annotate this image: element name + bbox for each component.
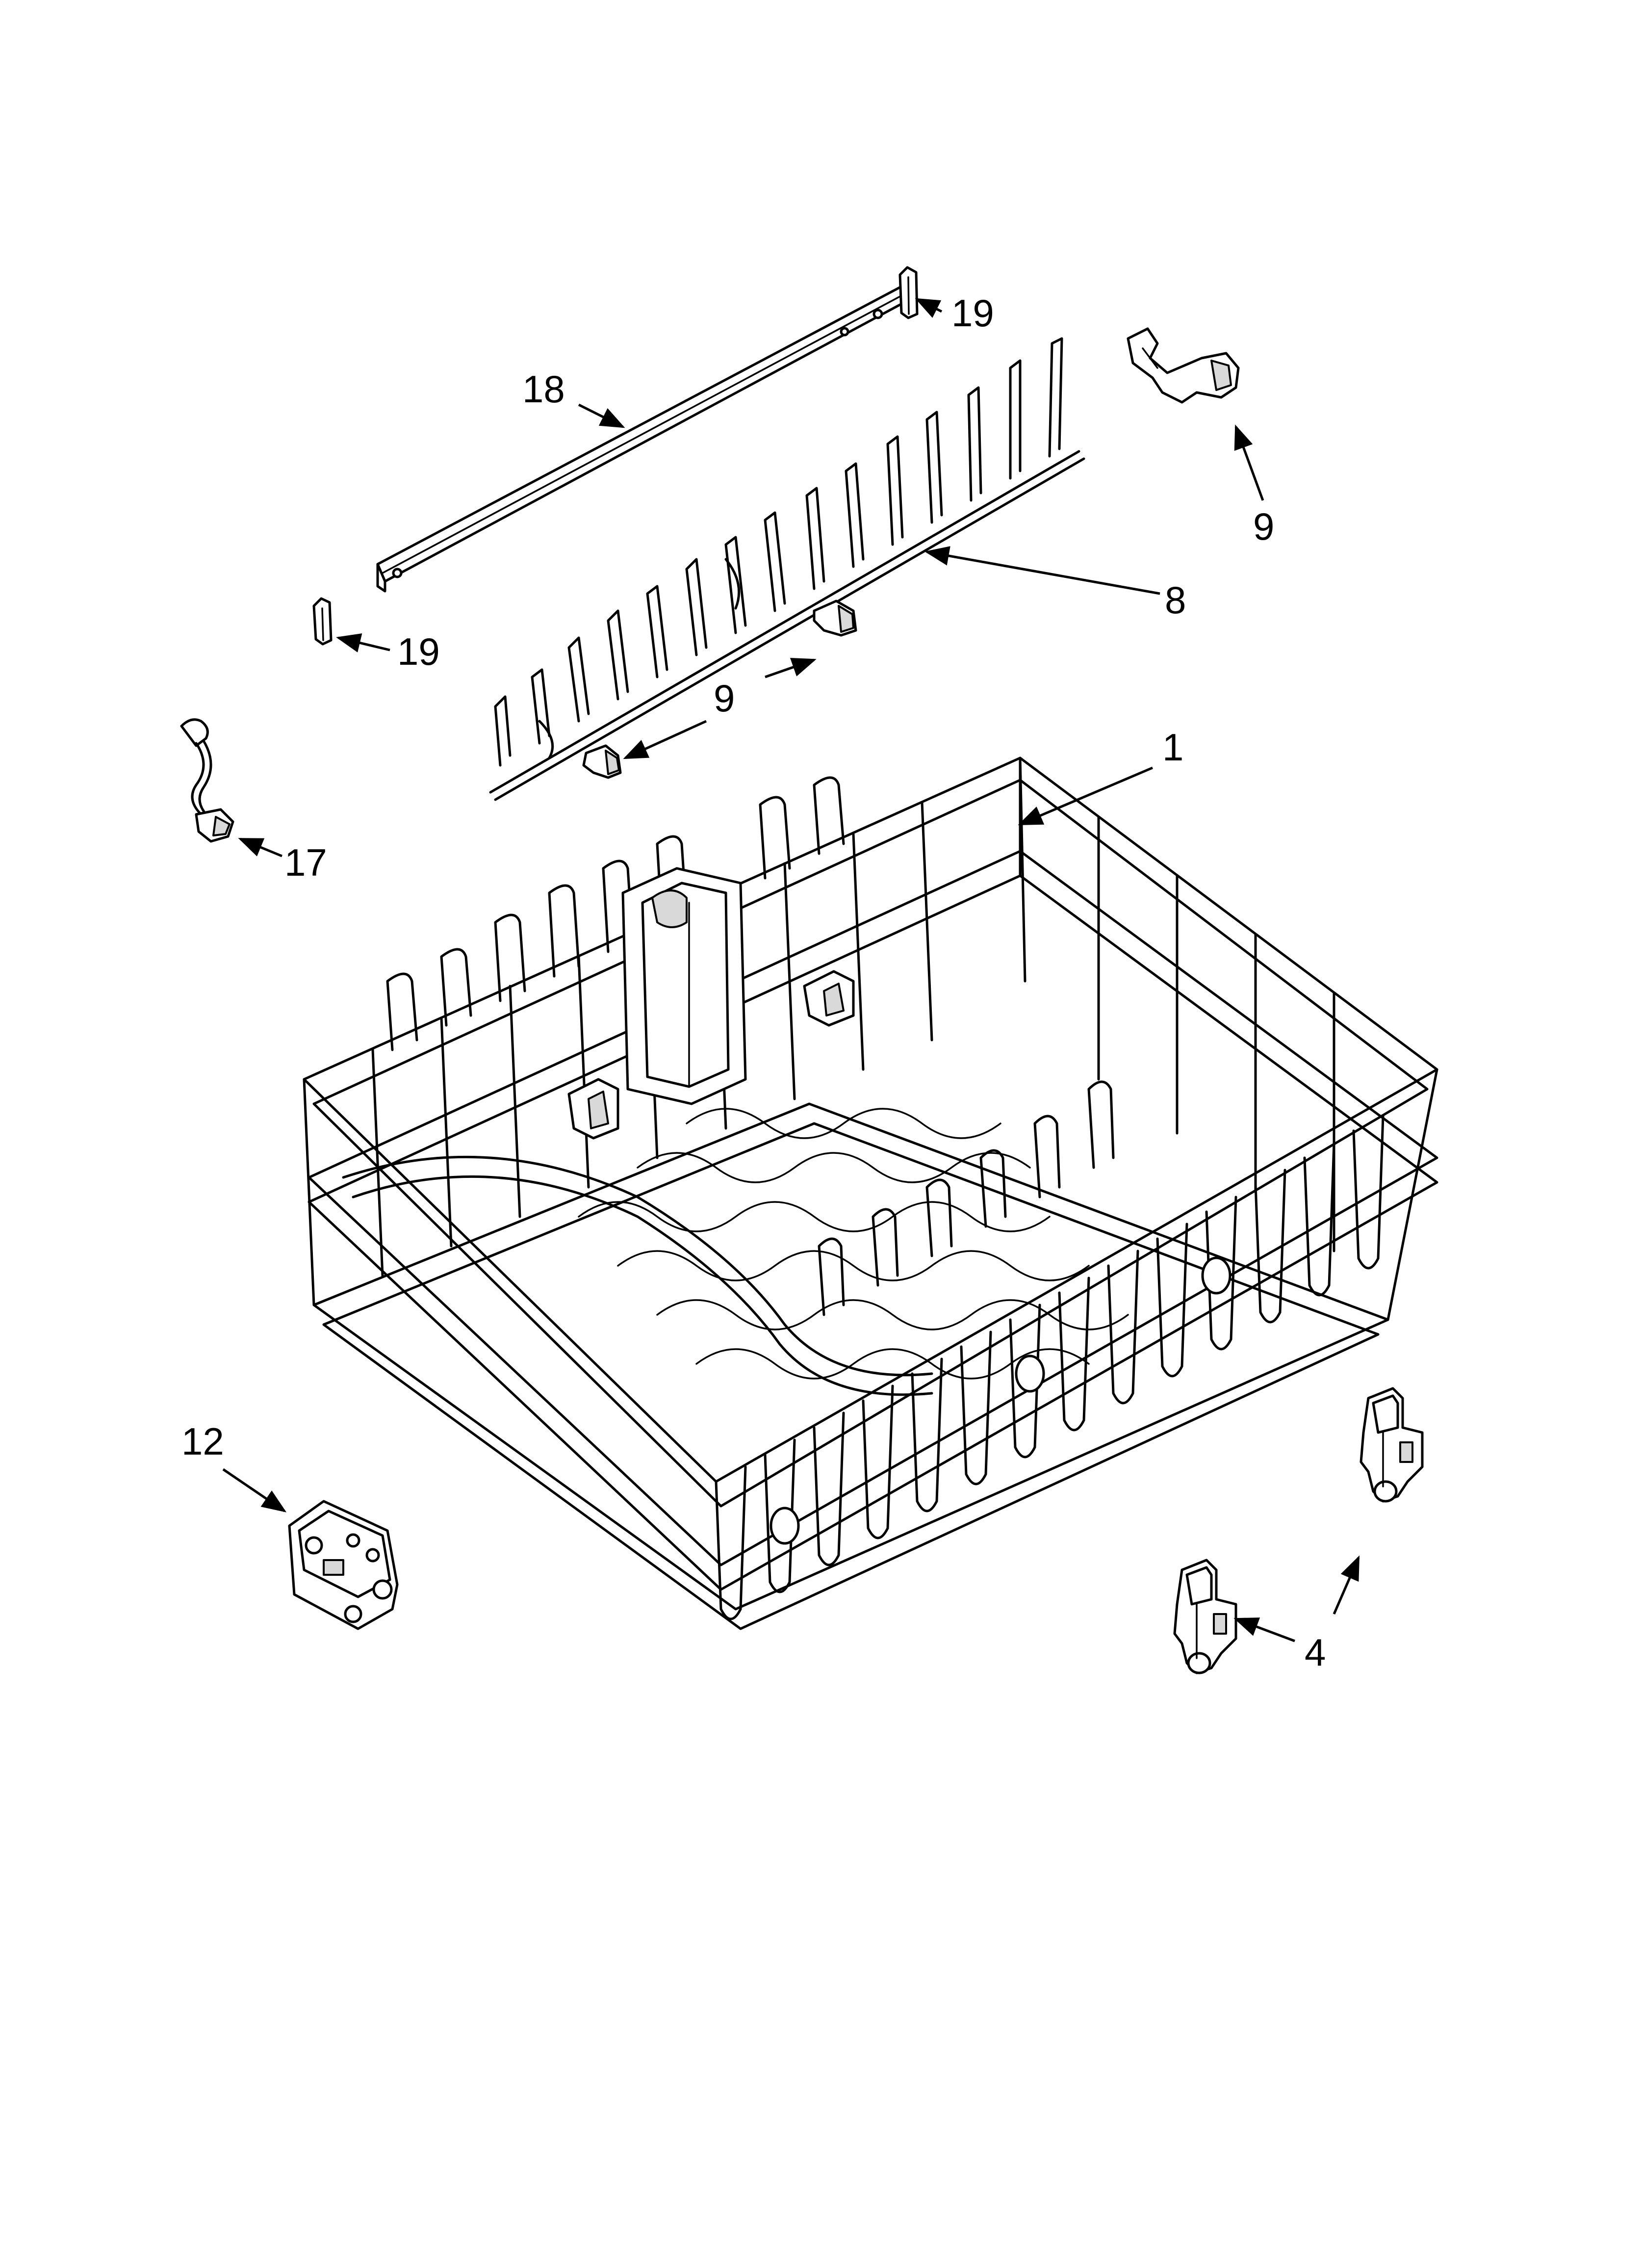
adjuster-12: [288, 1500, 399, 1630]
callout-19-left: 19: [397, 630, 440, 673]
end-cap-19-left: [312, 597, 333, 646]
callout-18: 18: [522, 367, 565, 411]
leader-19-top: [915, 298, 943, 318]
roller-4-left: [1173, 1559, 1237, 1674]
hose-connector-17: [180, 718, 234, 843]
rail-18: [376, 281, 916, 593]
callout-labels: 19 18 9 8 19 9 1 17 12 4: [181, 291, 1326, 1674]
leader-19-left: [336, 633, 390, 652]
callout-4: 4: [1305, 1631, 1326, 1674]
leader-4-b: [1333, 1555, 1360, 1615]
leader-lines: [222, 298, 1360, 1642]
leader-18: [578, 403, 625, 428]
leader-4-a: [1233, 1617, 1295, 1642]
callout-19-top: 19: [951, 291, 994, 335]
end-cap-19-top: [898, 266, 919, 319]
leader-9-right: [1234, 424, 1264, 501]
callout-17: 17: [284, 841, 327, 884]
callout-8: 8: [1165, 578, 1186, 622]
leader-9-center-b: [765, 657, 817, 678]
callout-12: 12: [181, 1420, 224, 1463]
leader-9-center-a: [623, 720, 707, 759]
callout-9-center: 9: [714, 677, 735, 720]
callout-9-right: 9: [1253, 505, 1274, 548]
rack-assembly-1: [303, 756, 1438, 1630]
tine-row-8: [489, 337, 1085, 801]
leader-17: [238, 837, 282, 858]
leader-1: [1018, 766, 1153, 826]
leader-8: [924, 546, 1160, 595]
leader-12: [222, 1468, 287, 1512]
roller-4-right: [1360, 1387, 1424, 1503]
callout-1: 1: [1162, 726, 1183, 769]
clip-9-right: [1127, 327, 1240, 404]
